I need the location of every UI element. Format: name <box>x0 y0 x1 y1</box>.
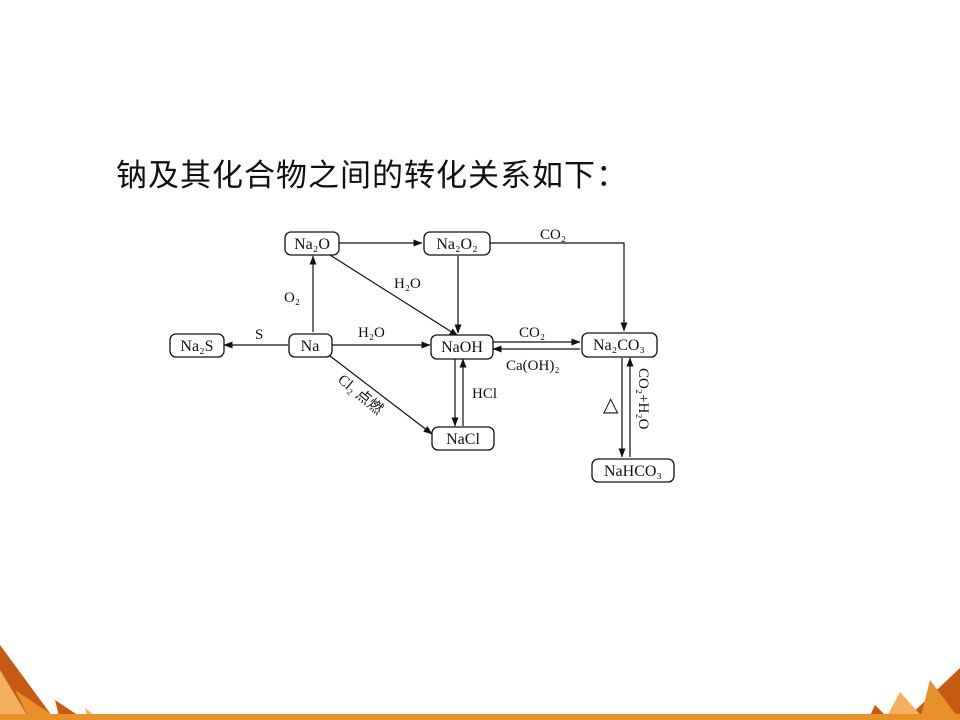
node-na2o: Na₂O <box>284 231 340 256</box>
svg-text:NaHCO₃: NaHCO₃ <box>604 463 662 480</box>
footer-accent-bar <box>0 714 960 720</box>
label-hcl: HCl <box>472 386 497 402</box>
arrows <box>223 239 634 458</box>
label-h2o-mid: H₂O <box>358 325 385 341</box>
label-cl2-ignite: Cl₂ 点燃 <box>334 370 386 418</box>
node-nahco3: NaHCO₃ <box>591 458 675 483</box>
arrow-na2o2-to-na2co3 <box>490 242 628 332</box>
page-heading: 钠及其化合物之间的转化关系如下： <box>116 158 628 194</box>
node-na2o2: Na₂O₂ <box>423 231 491 256</box>
svg-text:Na₂O₂: Na₂O₂ <box>436 236 477 253</box>
arrow-na-to-nacl <box>329 355 433 435</box>
label-o2: O₂ <box>284 290 300 306</box>
label-co2-mid: CO₂ <box>519 325 545 341</box>
node-na: Na <box>288 333 333 358</box>
svg-text:NaCl: NaCl <box>446 431 480 448</box>
label-co2-h2o: CO₂+H₂O <box>635 368 651 430</box>
svg-text:NaOH: NaOH <box>441 339 483 356</box>
node-naoh: NaOH <box>430 334 494 360</box>
node-na2co3: Na₂CO₃ <box>581 332 658 358</box>
svg-text:Na₂O: Na₂O <box>294 236 330 253</box>
label-caoh2: Ca(OH)₂ <box>506 358 560 374</box>
node-nacl: NaCl <box>431 426 495 451</box>
svg-text:Na: Na <box>301 338 320 355</box>
decor-left-triangles <box>0 645 100 720</box>
label-delta: △ <box>603 394 619 416</box>
svg-text:Na₂S: Na₂S <box>180 338 213 355</box>
label-co2-top: CO₂ <box>540 227 566 243</box>
svg-text:Na₂CO₃: Na₂CO₃ <box>593 337 645 354</box>
label-s: S <box>255 327 263 343</box>
node-na2s: Na₂S <box>169 333 225 358</box>
label-h2o-diag: H₂O <box>394 276 421 292</box>
arrow-na2o-to-naoh <box>329 254 459 337</box>
decor-right-triangles <box>868 668 960 720</box>
